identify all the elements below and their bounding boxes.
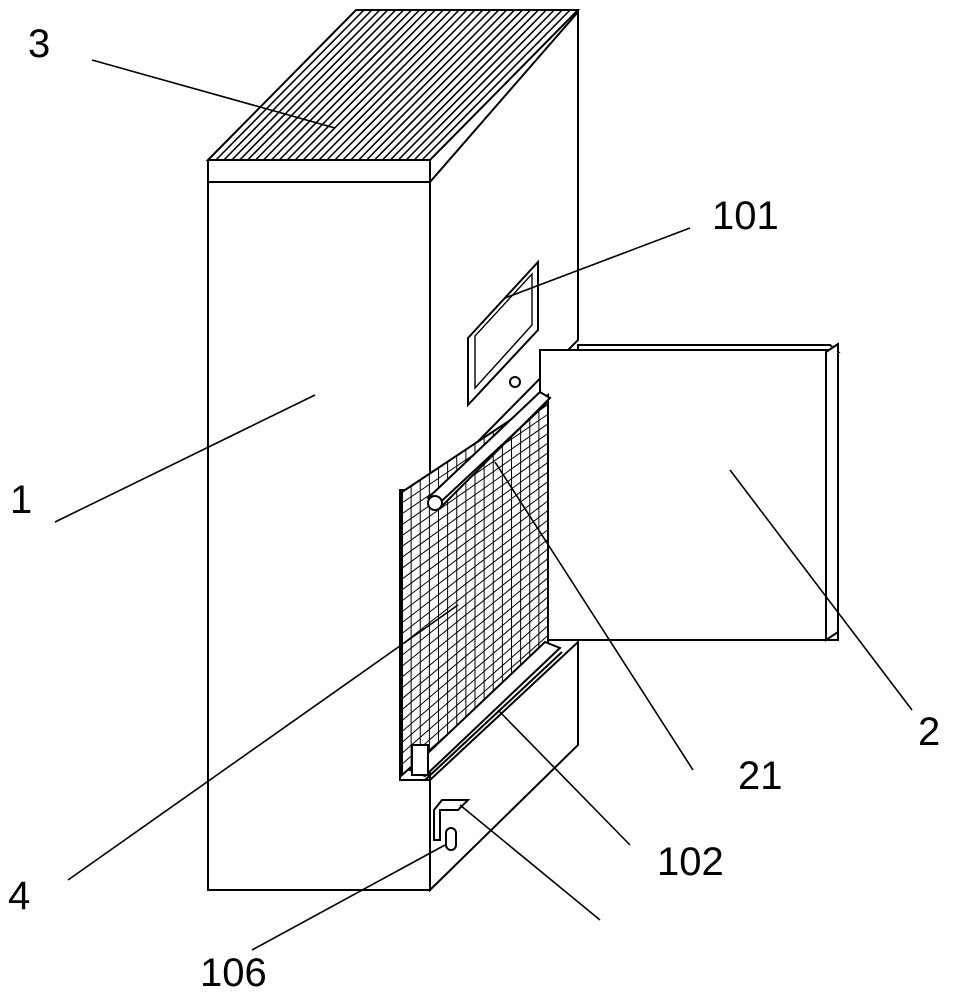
- leader-21: [494, 461, 694, 771]
- grille-slat: [302, 9, 452, 161]
- bottom-rail-edge: [424, 651, 563, 781]
- grille-slat: [294, 9, 444, 161]
- grille-slat: [286, 9, 436, 161]
- mesh-line-horizontal: [401, 635, 549, 765]
- mesh-grid: [401, 401, 549, 767]
- grille-slat: [373, 9, 524, 161]
- label-2: 2: [918, 710, 941, 754]
- grille-slat: [381, 9, 531, 161]
- mesh-line-horizontal: [401, 586, 549, 711]
- grille-slat: [318, 9, 468, 161]
- grille-slat: [262, 9, 413, 161]
- mesh-line-horizontal: [401, 548, 549, 667]
- mesh-line-horizontal: [401, 433, 549, 536]
- mesh-line-horizontal: [401, 625, 549, 754]
- drawer-side-edge: [825, 342, 839, 642]
- top-screw: [509, 376, 521, 388]
- mesh-line-horizontal: [401, 481, 549, 591]
- top-grille-slats: [215, 9, 571, 161]
- label-4: 4: [8, 874, 31, 918]
- grille-slat: [278, 9, 428, 161]
- drawer-front: [539, 349, 839, 641]
- leader-1: [54, 394, 316, 523]
- mesh-line-horizontal: [401, 606, 549, 732]
- label-3: 3: [28, 22, 51, 66]
- grille-slat: [247, 9, 397, 161]
- leader-106: [251, 844, 446, 951]
- label-102: 102: [657, 840, 724, 884]
- mesh-line-horizontal: [401, 471, 549, 580]
- label-21: 21: [738, 754, 783, 798]
- grille-slat: [397, 9, 547, 161]
- grille-slat: [270, 9, 420, 161]
- latch: [433, 799, 471, 841]
- grille-slat: [326, 9, 476, 161]
- latch-slot: [445, 827, 457, 851]
- mesh-line-horizontal: [401, 500, 549, 613]
- grille-slat: [366, 9, 516, 161]
- top-rail-edge: [431, 401, 549, 511]
- display-window: [467, 259, 539, 408]
- mesh-line-horizontal: [401, 596, 549, 721]
- grille-slat: [358, 9, 508, 161]
- mesh-line-horizontal: [401, 529, 549, 645]
- label-1: 1: [10, 478, 33, 522]
- grille-slat: [350, 9, 500, 161]
- mesh-line-horizontal: [401, 461, 549, 569]
- grille-slat: [215, 9, 365, 161]
- mesh-line-horizontal: [401, 509, 549, 624]
- mesh-line-horizontal: [401, 615, 549, 743]
- mesh-line-horizontal: [401, 490, 549, 602]
- leader-101: [504, 227, 691, 299]
- top-rail-knob: [427, 495, 443, 511]
- leader-4: [67, 604, 459, 881]
- grille-slat: [421, 9, 571, 161]
- mesh-line-horizontal: [401, 577, 549, 700]
- mesh-line-horizontal: [401, 538, 549, 656]
- cabinet-front-face: [207, 181, 431, 891]
- mesh-line-horizontal: [401, 442, 549, 547]
- grille-slat: [413, 9, 563, 161]
- leader-2: [729, 469, 913, 711]
- bottom-rail-bracket: [411, 744, 429, 776]
- label-106: 106: [200, 951, 267, 995]
- leader-3: [91, 59, 336, 129]
- grille-slat: [255, 9, 405, 161]
- grille-slat: [389, 9, 539, 161]
- grille-slat: [405, 9, 555, 161]
- grille-slat: [239, 9, 389, 161]
- grille-slat: [231, 9, 381, 161]
- grille-slat: [310, 9, 460, 161]
- grille-slat: [223, 9, 373, 161]
- mesh-line-horizontal: [401, 567, 549, 689]
- leader-102: [497, 709, 631, 846]
- mesh-line-horizontal: [401, 558, 549, 678]
- leader-latch-tail: [459, 804, 601, 921]
- label-101: 101: [712, 194, 779, 238]
- mesh-line-horizontal: [401, 519, 549, 634]
- grille-slat: [342, 9, 492, 161]
- mesh-line-horizontal: [401, 452, 549, 558]
- grille-slat: [334, 9, 484, 161]
